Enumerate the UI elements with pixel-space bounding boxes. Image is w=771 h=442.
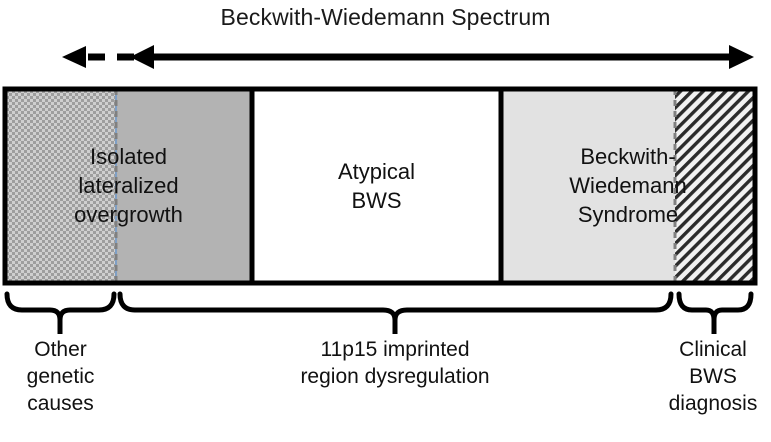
brace-label-line: causes xyxy=(27,392,94,415)
brace-11p15-imprinted-region xyxy=(117,291,674,321)
arrow-left-head xyxy=(62,46,86,68)
brace-label-line: Clinical xyxy=(679,338,747,361)
arrow-mid-left-head xyxy=(130,45,154,69)
segment-clinical-bws-hatch-region xyxy=(675,89,755,283)
brace-label-line: diagnosis xyxy=(668,392,758,415)
brace-label-other-genetic-causes: Other genetic causes xyxy=(0,336,121,417)
segment-other-genetic-checker-region xyxy=(5,89,116,283)
arrow-right-head xyxy=(729,45,754,69)
brace-label-line: 11p15 imprinted xyxy=(320,338,470,361)
segment-atypical-bws-fill xyxy=(252,89,501,283)
brace-label-line: genetic xyxy=(26,365,95,388)
brace-label-line: region dysregulation xyxy=(300,365,490,388)
brace-clinical-bws-diagnosis xyxy=(676,291,754,321)
brace-label-11p15-imprinted-region: 11p15 imprinted region dysregulation xyxy=(145,336,645,390)
spectrum-bar-outline xyxy=(2,86,758,286)
brace-label-clinical-bws-diagnosis: Clinical BWS diagnosis xyxy=(655,336,771,417)
spectrum-range-arrow xyxy=(62,45,754,69)
brace-label-line: Other xyxy=(34,338,87,361)
diagram-title: Beckwith-Wiedemann Spectrum xyxy=(220,4,551,30)
brace-label-line: BWS xyxy=(689,365,737,388)
brace-other-genetic-causes xyxy=(4,291,117,321)
